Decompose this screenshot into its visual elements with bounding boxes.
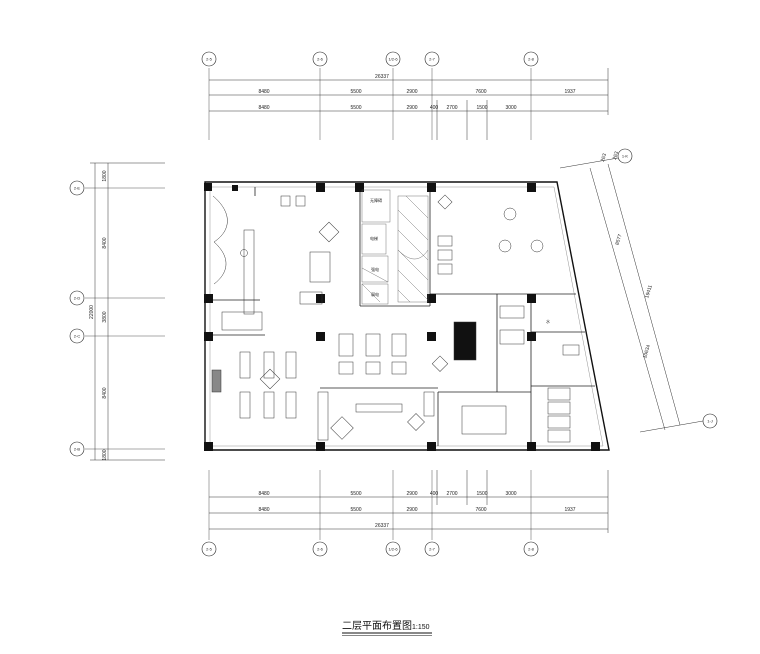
dimension-text: 3000 <box>505 105 516 111</box>
room-label: 弱电 <box>371 291 379 297</box>
axis-label: 2-8 <box>528 57 535 62</box>
dimension-text: 2900 <box>406 89 417 95</box>
dimension-text: 2700 <box>446 491 457 497</box>
axis-bubble: 2-E <box>69 180 85 196</box>
dimension-text: 7600 <box>475 507 486 513</box>
dimension-text: 26337 <box>375 74 389 80</box>
top-axis-bubbles: 2-5 2-6 1/2-6 2-7 2-8 <box>201 51 539 67</box>
axis-label: 1-K <box>622 154 629 159</box>
building-outline <box>204 181 610 451</box>
axis-label: 2-5 <box>206 57 213 62</box>
axis-label: 2-D <box>74 296 81 301</box>
dimension-text: 5500 <box>350 89 361 95</box>
dimension-text: 8400 <box>102 387 108 398</box>
axis-label: 1/2-6 <box>388 547 398 552</box>
right-axis-bubbles: 1-K 1-J <box>617 148 718 429</box>
dimension-text: 1500 <box>476 491 487 497</box>
dimension-text: 400 <box>430 491 439 497</box>
bottom-dimension-lines <box>209 470 609 533</box>
dimension-text: 5500 <box>350 507 361 513</box>
bottom-dimension-texts: 8480 5500 2900 400 2700 1500 3000 8480 5… <box>258 491 575 529</box>
room-label-water: 水 <box>546 318 550 324</box>
columns <box>204 183 600 451</box>
bottom-axis-bubbles: 2-5 2-6 1/2-6 2-7 2-8 <box>201 541 539 557</box>
top-dimension-texts: 26337 8480 5500 2900 7600 1937 8480 5500… <box>258 74 575 111</box>
dimension-text: 8480 <box>258 89 269 95</box>
dimension-text: 5500 <box>350 105 361 111</box>
axis-label: 1/2-6 <box>388 57 398 62</box>
axis-label: 2-6 <box>317 547 324 552</box>
axis-bubble: 2-8 <box>523 541 539 557</box>
axis-label: 2-B <box>74 447 81 452</box>
drawing-title: 二层平面布置图 <box>342 620 412 632</box>
dimension-text: 8480 <box>258 491 269 497</box>
axis-bubble: 1-J <box>702 413 718 429</box>
dimension-text: 2900 <box>406 105 417 111</box>
dimension-text: 1800 <box>102 449 108 460</box>
axis-bubble: 2-C <box>69 328 85 344</box>
dimension-text: 8577 <box>615 233 624 246</box>
room-label: 无障碍 <box>370 197 382 203</box>
axis-bubble: 2-8 <box>523 51 539 67</box>
dimension-text: 1800 <box>102 170 108 181</box>
axis-label: 2-C <box>74 334 81 339</box>
dimension-text: 7600 <box>475 89 486 95</box>
axis-bubble: 2-D <box>69 290 85 306</box>
axis-label: 2-6 <box>317 57 324 62</box>
right-dimension-lines <box>559 157 704 433</box>
axis-bubble: 2-B <box>69 441 85 457</box>
core-hatch-area <box>361 189 429 305</box>
axis-label: 2-7 <box>429 547 436 552</box>
dimension-text: 8400 <box>102 237 108 248</box>
dimension-text: 3000 <box>505 491 516 497</box>
dimension-text: 1937 <box>564 507 575 513</box>
dimension-text: 19411 <box>644 284 654 299</box>
dimension-text: 2900 <box>406 507 417 513</box>
axis-bubble: 2-6 <box>312 541 328 557</box>
dimension-text: 26337 <box>375 523 389 529</box>
drawing-scale: 1:150 <box>412 624 430 631</box>
axis-lines <box>85 68 532 540</box>
left-dimension-texts: 1800 8400 3800 8400 1800 22000 <box>89 170 108 460</box>
axis-bubble: 2-6 <box>312 51 328 67</box>
dimension-text: 1937 <box>564 89 575 95</box>
axis-label: 2-E <box>74 186 81 191</box>
drawing-title-block: 二层平面布置图 1:150 <box>342 620 432 636</box>
axis-bubble: 2-7 <box>424 51 440 67</box>
dimension-text: 1500 <box>476 105 487 111</box>
core-room-labels: 无障碍 电梯 强电 弱电 <box>370 197 382 297</box>
dimension-text: 3800 <box>102 311 108 322</box>
room-label: 强电 <box>371 266 379 272</box>
axis-label: 2-5 <box>206 547 213 552</box>
dimension-text: 2700 <box>446 105 457 111</box>
dimension-text: 2900 <box>406 491 417 497</box>
dimension-text: 400 <box>430 105 439 111</box>
axis-label: 2-7 <box>429 57 436 62</box>
axis-label: 1-J <box>707 419 713 424</box>
axis-bubble: 1/2-6 <box>385 51 401 67</box>
top-dimension-lines <box>209 68 609 140</box>
left-dimension-lines <box>90 162 165 461</box>
axis-bubble: 2-5 <box>201 541 217 557</box>
axis-bubble: 1-K <box>617 148 633 164</box>
axis-bubble: 2-7 <box>424 541 440 557</box>
dimension-text: 5500 <box>350 491 361 497</box>
left-axis-bubbles: 2-E 2-D 2-C 2-B <box>69 180 85 457</box>
room-label: 水 <box>546 318 550 324</box>
dimension-text: 8480 <box>258 105 269 111</box>
axis-bubble: 2-5 <box>201 51 217 67</box>
room-label: 电梯 <box>370 235 378 241</box>
interior-walls <box>205 187 595 446</box>
dimension-text: 10634 <box>642 344 652 359</box>
furniture <box>211 194 580 443</box>
axis-label: 2-8 <box>528 547 535 552</box>
dimension-text: 263 <box>612 151 620 161</box>
dimension-text: 8480 <box>258 507 269 513</box>
axis-bubble: 1/2-6 <box>385 541 401 557</box>
dimension-text: 263 <box>600 153 608 163</box>
dimension-text: 22000 <box>89 305 95 319</box>
right-dimension-texts: 263 263 8577 19411 10634 <box>600 151 654 360</box>
